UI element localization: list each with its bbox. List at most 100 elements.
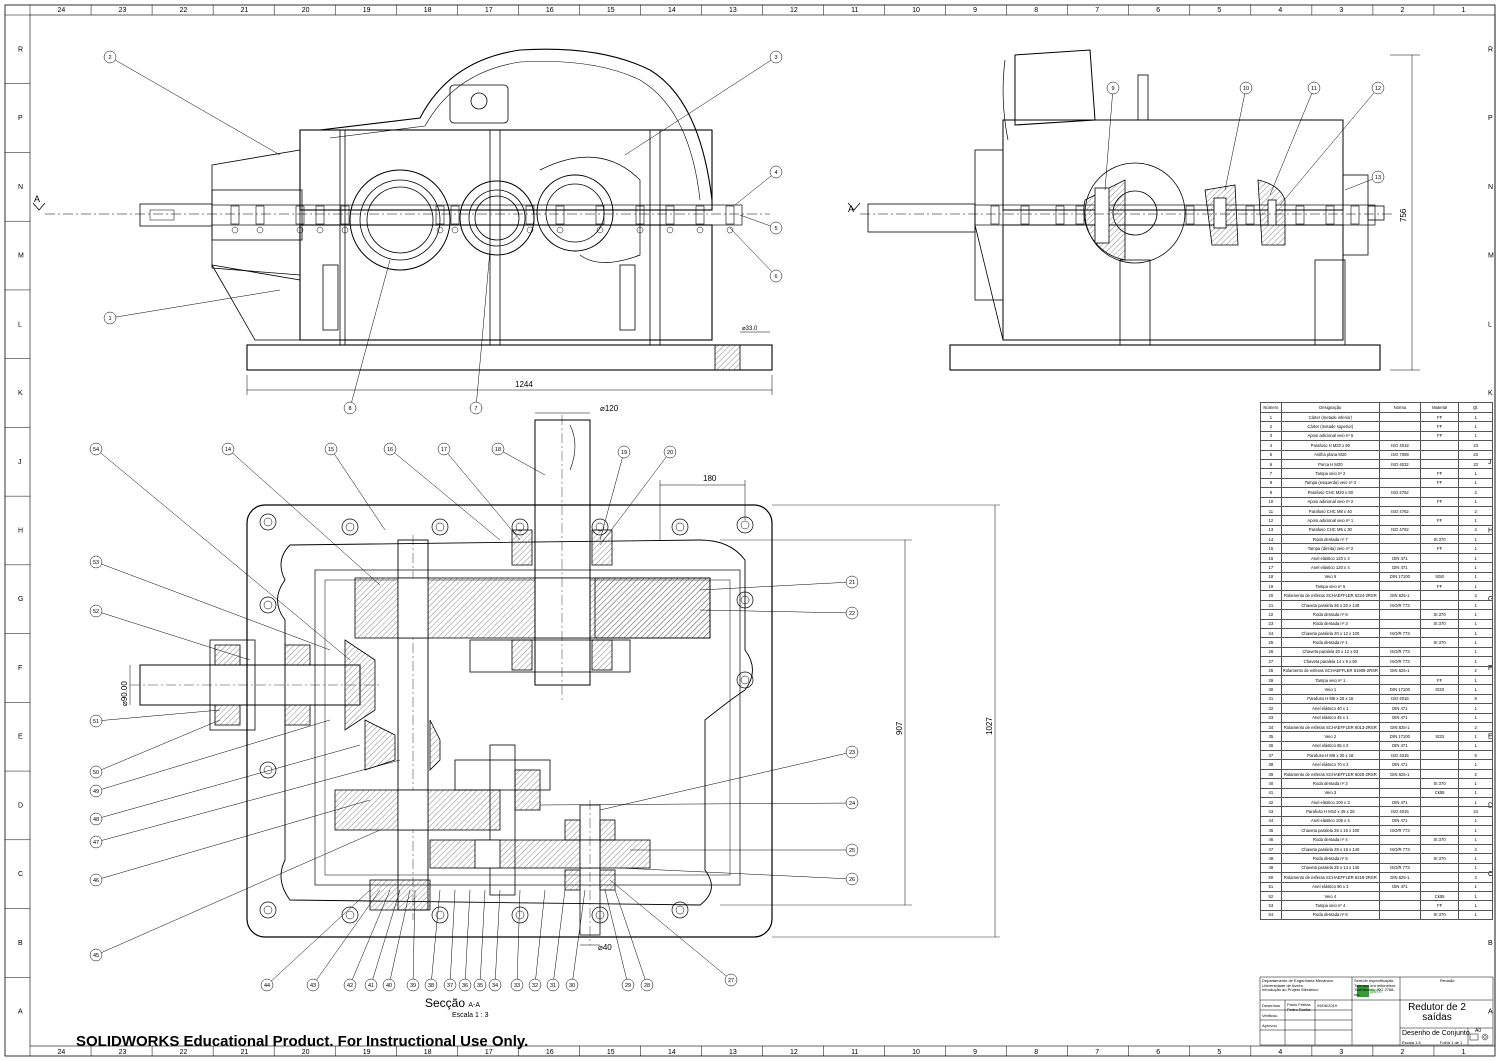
dim-inner-height: 907 (895, 721, 904, 735)
bom-cell: 26 (1260, 646, 1282, 658)
balloon-section-18: 18 (495, 447, 501, 453)
balloon-section-47: 47 (93, 840, 99, 846)
bom-cell: 23 (1458, 440, 1493, 451)
bom-cell: 1 (1458, 834, 1493, 845)
bom-cell: Veio 2 (1280, 731, 1380, 742)
bom-cell: Parafuso CHC M5 x 30 (1280, 524, 1380, 536)
bom-cell: ISO/R 773 (1378, 862, 1421, 874)
bom-cell: 11 (1260, 505, 1282, 517)
bom-cell: 39 (1260, 768, 1282, 780)
balloon-section-26: 26 (849, 877, 855, 883)
bom-cell: 6 (1458, 750, 1493, 761)
row-label-left: P (18, 115, 23, 122)
balloon-section-27: 27 (728, 978, 734, 984)
balloon-section-33: 33 (514, 983, 520, 989)
col-label-bottom: 23 (119, 1049, 127, 1056)
bom-cell (1378, 534, 1421, 545)
row-label-right: B (1488, 940, 1493, 947)
bom-cell: 1 (1458, 468, 1493, 479)
bom-cell: FF (1419, 900, 1460, 911)
balloon-section-23: 23 (849, 750, 855, 756)
bom-cell: Anel elástico 70 x 2 (1280, 759, 1380, 770)
bom-cell: DIN 471 (1378, 881, 1421, 892)
col-label-top: 17 (485, 7, 493, 14)
bom-cell: 7 (1260, 468, 1282, 479)
section-title: Secção A-A (425, 996, 480, 1010)
bom-cell (1419, 646, 1460, 658)
bom-cell (1378, 581, 1421, 592)
bom-cell: 52 (1260, 890, 1282, 902)
bom-cell: ISO 4018 (1378, 440, 1421, 451)
bom-cell: 19 (1260, 581, 1282, 592)
bom-cell: 18 (1260, 571, 1282, 583)
balloon-section-40: 40 (386, 983, 392, 989)
bom-cell: 1 (1458, 881, 1493, 892)
col-label-bottom: 20 (302, 1049, 310, 1056)
bom-cell (1419, 440, 1460, 451)
bom-cell: Roda dentada nº 4 (1280, 834, 1380, 845)
bom-cell: 2 (1458, 665, 1493, 676)
bom-cell: Anel elástico 90 x 3 (1280, 881, 1380, 892)
border-ticks (5, 5, 1435, 1056)
col-label-bottom: 3 (1339, 1049, 1343, 1056)
bom-cell: 3 (1260, 430, 1282, 442)
col-label-top: 7 (1095, 7, 1099, 14)
balloon-section-48: 48 (93, 817, 99, 823)
bom-cell: 1 (1458, 599, 1493, 611)
bom-cell: 1 (1458, 862, 1493, 874)
bom-cell: Anilha plana M20 (1280, 449, 1380, 460)
bom-cell: DIN 17100 (1378, 571, 1421, 583)
bom-cell: Roda dentada nº 3 (1280, 618, 1380, 630)
col-label-top: 20 (302, 7, 310, 14)
balloon-section-21: 21 (849, 580, 855, 586)
col-label-top: 3 (1339, 7, 1343, 14)
bom-cell: 44 (1260, 815, 1282, 827)
bom-cell: FF (1419, 515, 1460, 526)
bom-cell: 1 (1458, 853, 1493, 864)
bom-cell: FF (1419, 477, 1460, 489)
bom-cell: 2 (1458, 721, 1493, 733)
bom-cell (1378, 637, 1421, 648)
bom-cell: 1 (1458, 571, 1493, 583)
bom-cell: Cárter (metade superior) (1280, 421, 1380, 432)
bom-cell (1419, 759, 1460, 770)
bom-cell (1419, 862, 1460, 874)
col-label-bottom: 24 (58, 1049, 66, 1056)
bom-cell: 1 (1458, 562, 1493, 573)
bom-cell: ISO 4032 (1378, 458, 1421, 470)
bom-cell: Apoio adicional veio nº 1 (1280, 515, 1380, 526)
col-label-bottom: 13 (729, 1049, 737, 1056)
bom-cell: Anel elástico 45 x 1 (1280, 712, 1380, 723)
bom-cell: DIN 471 (1378, 552, 1421, 564)
bom-cell: Parafuso H M20 x 50 (1280, 440, 1380, 451)
balloon-section-29: 29 (625, 983, 631, 989)
bom-cell: 42 (1260, 796, 1282, 808)
balloon-section-44: 44 (264, 983, 270, 989)
bom-cell: 51 (1260, 881, 1282, 892)
bom-cell (1378, 834, 1421, 845)
bom-cell (1378, 468, 1421, 479)
bom-cell (1378, 853, 1421, 864)
bom-cell: 13 (1260, 524, 1282, 536)
row-label-right: N (1488, 184, 1493, 191)
bom-cell (1419, 487, 1460, 498)
side-view: 756 (860, 49, 1420, 371)
bom-cell: ISO/R 773 (1378, 646, 1421, 658)
tb-scale: Escala 1:5 (1402, 1040, 1421, 1045)
bom-cell: 1 (1458, 515, 1493, 526)
balloon-section-53: 53 (93, 560, 99, 566)
bom-cell: 1 (1458, 609, 1493, 620)
balloon-section-43: 43 (310, 983, 316, 989)
bom-cell: Veio 5 (1280, 571, 1380, 583)
bom-cell: St33 (1419, 731, 1460, 742)
